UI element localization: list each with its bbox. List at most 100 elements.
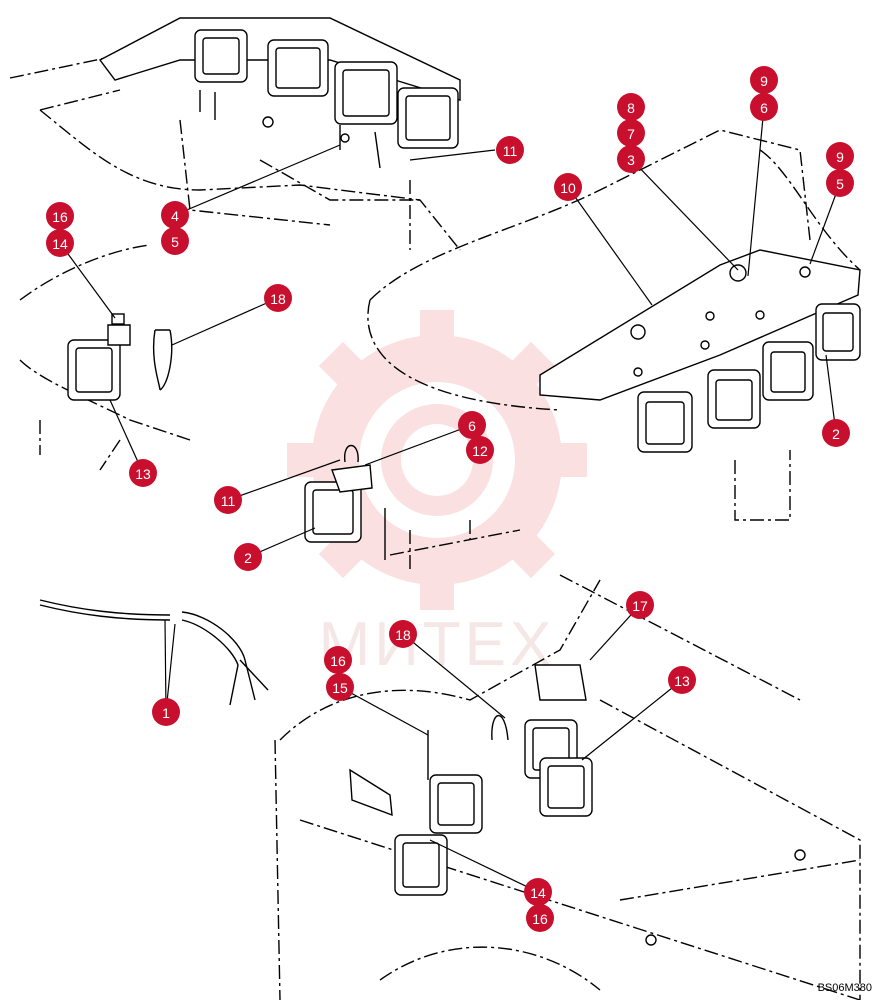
callout-label: 15 <box>332 680 348 696</box>
callout-marker <box>46 202 74 230</box>
callout-label: 17 <box>632 598 648 614</box>
callout-marker <box>466 436 494 464</box>
callout-7: 7 <box>617 119 645 147</box>
callout-label: 11 <box>503 143 518 159</box>
callout-marker <box>826 169 854 197</box>
watermark-text: МИТЕХ <box>319 610 556 679</box>
callout-label: 11 <box>221 493 236 509</box>
callout-label: 7 <box>627 126 635 142</box>
callout-marker <box>214 486 242 514</box>
callout-2: 2 <box>234 543 262 571</box>
callout-5: 5 <box>161 227 189 255</box>
callout-label: 12 <box>472 443 488 459</box>
lower-view-outline <box>274 574 861 1000</box>
callout-6: 6 <box>458 411 486 439</box>
callout-label: 4 <box>171 208 179 224</box>
callout-label: 13 <box>135 466 151 482</box>
lower-work-lights <box>349 664 806 946</box>
callout-marker <box>46 229 74 257</box>
callout-16: 16 <box>324 646 352 674</box>
callout-5: 5 <box>826 169 854 197</box>
center-work-light <box>304 444 386 560</box>
callout-1: 1 <box>152 698 180 726</box>
callout-13: 13 <box>668 666 696 694</box>
callout-label: 10 <box>560 180 576 196</box>
callout-marker <box>554 173 582 201</box>
callout-label: 2 <box>832 426 840 442</box>
callout-label: 3 <box>627 152 635 168</box>
callout-9: 9 <box>750 66 778 94</box>
callout-marker <box>152 698 180 726</box>
callout-label: 6 <box>468 418 476 434</box>
callout-label: 16 <box>532 911 548 927</box>
callout-label: 5 <box>836 176 844 192</box>
left-work-light <box>67 313 173 401</box>
wire-harness <box>39 599 269 706</box>
callout-label: 18 <box>395 627 411 643</box>
callout-marker <box>324 646 352 674</box>
callout-marker <box>161 201 189 229</box>
drawing-id: BS06M380 <box>817 982 872 994</box>
callout-marker <box>617 93 645 121</box>
callout-16: 16 <box>46 202 74 230</box>
callout-marker <box>129 459 157 487</box>
callout-marker <box>264 284 292 312</box>
callout-10: 10 <box>554 173 582 201</box>
callout-marker <box>458 411 486 439</box>
callout-label: 8 <box>627 100 635 116</box>
callout-marker <box>389 620 417 648</box>
callout-marker <box>750 93 778 121</box>
callout-marker <box>668 666 696 694</box>
callout-14: 14 <box>46 229 74 257</box>
callout-label: 9 <box>760 73 768 89</box>
callout-label: 9 <box>836 149 844 165</box>
callout-13: 13 <box>129 459 157 487</box>
callout-marker <box>496 136 524 164</box>
callout-11: 11 <box>496 136 524 164</box>
callout-label: 1 <box>162 705 170 721</box>
callout-16: 16 <box>526 904 554 932</box>
callout-marker <box>626 591 654 619</box>
callout-label: 16 <box>52 209 68 225</box>
callout-12: 12 <box>466 436 494 464</box>
callout-marker <box>234 543 262 571</box>
callout-marker <box>524 878 552 906</box>
callout-marker <box>617 145 645 173</box>
callout-marker <box>822 419 850 447</box>
callout-label: 13 <box>674 673 690 689</box>
callout-15: 15 <box>326 673 354 701</box>
callout-marker <box>161 227 189 255</box>
callout-6: 6 <box>750 93 778 121</box>
callout-8: 8 <box>617 93 645 121</box>
callout-marker <box>326 673 354 701</box>
callout-4: 4 <box>161 201 189 229</box>
callout-marker <box>750 66 778 94</box>
callout-17: 17 <box>626 591 654 619</box>
center-light-outline <box>389 520 521 570</box>
callout-label: 14 <box>530 885 546 901</box>
right-view-outline <box>367 129 861 521</box>
callout-2: 2 <box>822 419 850 447</box>
callout-marker <box>617 119 645 147</box>
leader-lines <box>59 106 841 893</box>
callout-18: 18 <box>264 284 292 312</box>
callout-11: 11 <box>214 486 242 514</box>
callout-label: 6 <box>760 100 768 116</box>
callout-label: 2 <box>244 550 252 566</box>
top-light-bar <box>98 17 461 169</box>
callout-label: 14 <box>52 236 68 252</box>
line-art <box>9 17 861 1000</box>
top-left-view <box>9 39 461 251</box>
callout-label: 16 <box>330 653 346 669</box>
callout-label: 5 <box>171 234 179 250</box>
callout-18: 18 <box>389 620 417 648</box>
callout-marker <box>826 142 854 170</box>
callout-14: 14 <box>524 878 552 906</box>
right-light-bar <box>539 249 861 453</box>
callout-9: 9 <box>826 142 854 170</box>
callout-marker <box>526 904 554 932</box>
callout-label: 18 <box>270 291 286 307</box>
callout-3: 3 <box>617 145 645 173</box>
